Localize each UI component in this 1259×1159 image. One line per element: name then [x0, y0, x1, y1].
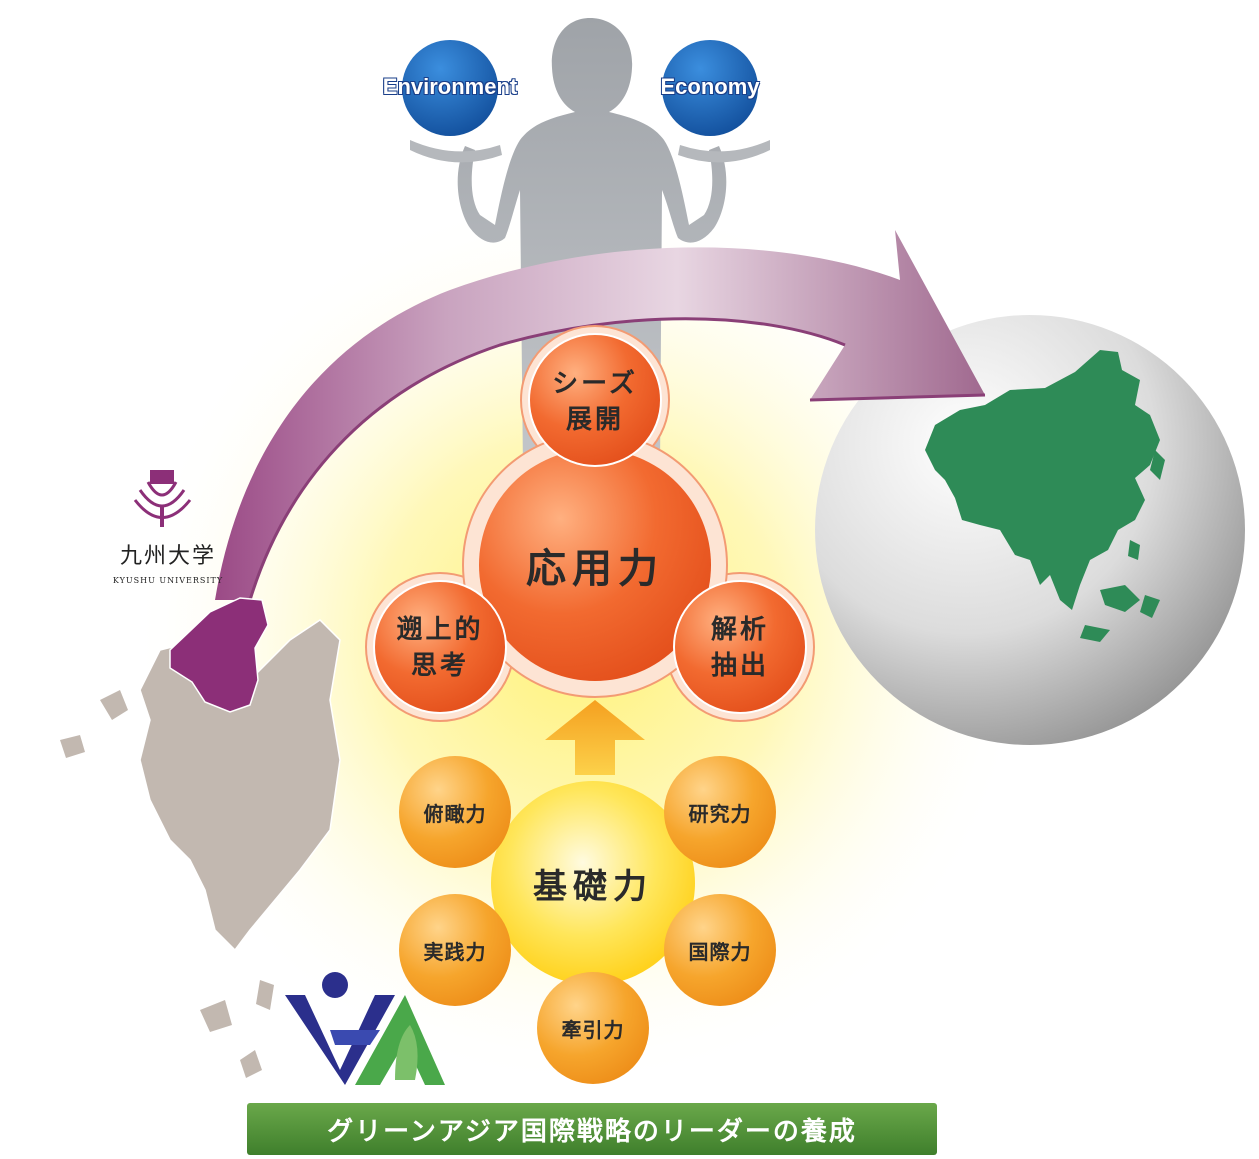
seeds-expansion-line2: 展開: [565, 405, 624, 435]
basic-power-cluster: [399, 756, 776, 1084]
environment-globe-icon: [402, 40, 498, 136]
applied-power-label: 応用力: [526, 546, 664, 592]
analysis-extraction-line2: 抽出: [710, 651, 769, 681]
economy-globe-icon: [662, 40, 758, 136]
kyushu-map-icon: [60, 597, 341, 1078]
world-globe-icon: [815, 315, 1245, 745]
growth-arrow-icon: [215, 230, 986, 601]
university-name-english: KYUSHU UNIVERSITY: [112, 576, 224, 585]
upward-arrow-icon: [545, 700, 645, 775]
title-banner: グリーンアジア国際戦略のリーダーの養成: [247, 1103, 937, 1155]
economy-label: Economy: [660, 74, 760, 99]
applied-power-cluster: [365, 325, 815, 722]
university-name: 九州大学: [119, 544, 216, 569]
analysis-extraction-label: 解析 抽出: [675, 608, 805, 688]
left-hand: [410, 140, 502, 163]
person-silhouette-icon: [457, 18, 727, 470]
retrospective-thinking-line2: 思考: [410, 651, 469, 681]
university-emblem-icon: [133, 470, 192, 527]
gga-logo-icon: [285, 972, 445, 1085]
basic-power-label: 基礎力: [533, 866, 653, 907]
international-power-label: 国際力: [688, 939, 752, 964]
leadership-power-label: 牽引力: [561, 1017, 625, 1042]
analysis-extraction-line1: 解析: [710, 615, 769, 645]
right-hand: [678, 140, 770, 163]
research-power-label: 研究力: [688, 801, 752, 826]
environment-label: Environment: [382, 74, 518, 99]
overview-power-label: 俯瞰力: [423, 801, 487, 826]
retrospective-thinking-label: 遡上的 思考: [375, 608, 505, 688]
practical-power-label: 実践力: [423, 939, 487, 964]
retrospective-thinking-line1: 遡上的: [396, 615, 484, 645]
seeds-expansion-label: シーズ 展開: [530, 362, 660, 442]
seeds-expansion-line1: シーズ: [552, 369, 638, 399]
